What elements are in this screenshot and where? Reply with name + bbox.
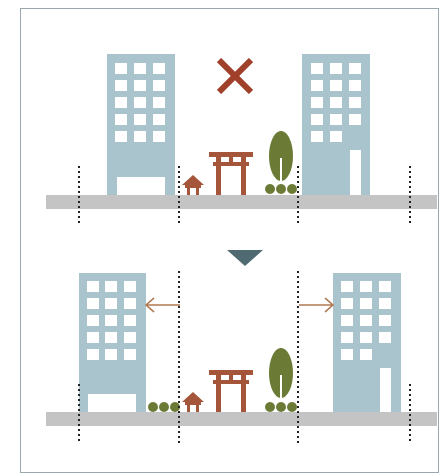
shrubs — [265, 402, 297, 412]
bottom-left-building — [79, 273, 146, 413]
building-entrance — [117, 177, 165, 196]
top-left-building — [107, 54, 175, 196]
building-entrance — [88, 394, 136, 413]
bottom-right-building — [333, 273, 401, 413]
building-door — [350, 150, 361, 196]
ground-strip — [46, 412, 437, 426]
top-right-building — [302, 54, 370, 196]
shrubs — [265, 184, 297, 194]
building-door — [380, 368, 391, 413]
shrubs — [148, 402, 180, 412]
ground-strip — [46, 195, 437, 209]
